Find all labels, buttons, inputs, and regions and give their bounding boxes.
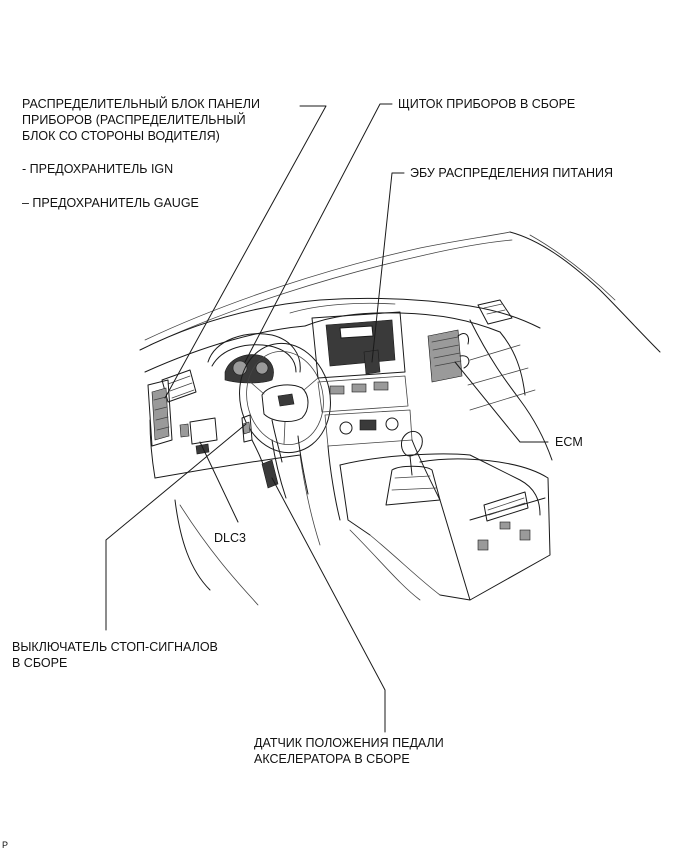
- combination-meter-label: ЩИТОК ПРИБОРОВ В СБОРЕ: [398, 97, 576, 111]
- fuse-ign-label: - ПРЕДОХРАНИТЕЛЬ IGN: [22, 162, 174, 176]
- junction-block-label-line1: РАСПРЕДЕЛИТЕЛЬНЫЙ БЛОК ПАНЕЛИ: [22, 97, 260, 111]
- junction-block-label-line2: ПРИБОРОВ (РАСПРЕДЕЛИТЕЛЬНЫЙ: [22, 113, 246, 127]
- ecm-label: ECM: [555, 435, 583, 449]
- stop-light-switch-label-line2: В СБОРЕ: [12, 656, 68, 670]
- power-management-ecu-label: ЭБУ РАСПРЕДЕЛЕНИЯ ПИТАНИЯ: [410, 166, 613, 180]
- fuse-gauge-label: – ПРЕДОХРАНИТЕЛЬ GAUGE: [22, 196, 199, 210]
- stop-light-switch-label-line1: ВЫКЛЮЧАТЕЛЬ СТОП-СИГНАЛОВ: [12, 640, 218, 654]
- junction-block-label-line3: БЛОК СО СТОРОНЫ ВОДИТЕЛЯ): [22, 129, 220, 143]
- accel-pedal-sensor-label-line1: ДАТЧИК ПОЛОЖЕНИЯ ПЕДАЛИ: [254, 736, 444, 750]
- corner-mark: P: [2, 840, 9, 850]
- accel-pedal-sensor-label-line2: АКСЕЛЕРАТОРА В СБОРЕ: [254, 752, 410, 766]
- dlc3-label: DLC3: [214, 531, 246, 545]
